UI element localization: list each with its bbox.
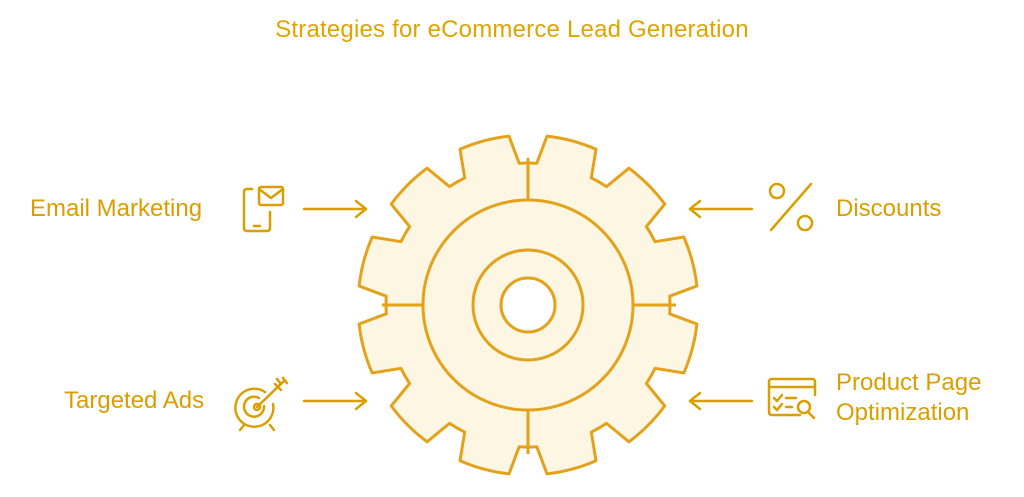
arrow-discounts-to-gear <box>688 199 754 219</box>
gear-hole <box>499 276 557 334</box>
label-targeted-ads: Targeted Ads <box>64 387 205 414</box>
target-icon <box>234 376 289 432</box>
percent-icon <box>768 182 814 232</box>
gear-inner-ring <box>471 248 585 362</box>
arrow-ads-to-gear <box>302 391 368 411</box>
label-discounts: Discounts <box>836 195 942 222</box>
label-product-page-optimization: Product Page Optimization <box>836 369 982 426</box>
arrow-email-to-gear <box>302 199 368 219</box>
mobile-email-icon <box>242 185 285 233</box>
arrow-product-to-gear <box>688 391 754 411</box>
label-email-marketing: Email Marketing <box>30 195 203 222</box>
diagram-title: Strategies for eCommerce Lead Generation <box>275 16 749 43</box>
gear <box>357 134 699 476</box>
page-search-icon <box>767 377 817 420</box>
